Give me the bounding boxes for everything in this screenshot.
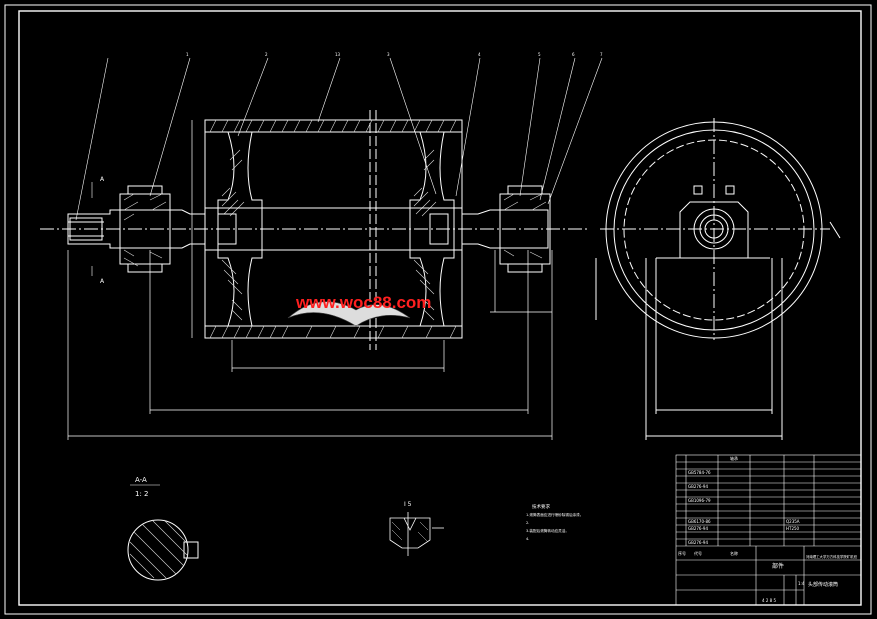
technical-notes: 技术要求 1.滚筒表面应进行喷砂除锈后涂漆。 2. 3.装配后滚筒转动应灵活。 … bbox=[526, 503, 583, 541]
bom-row-code-10: GB6170-86 bbox=[688, 519, 711, 524]
leader-label-8: 7 bbox=[600, 52, 603, 57]
note-3: 3.装配后滚筒转动应灵活。 bbox=[526, 528, 569, 533]
notes-title: 技术要求 bbox=[532, 503, 550, 510]
title-block bbox=[675, 454, 862, 606]
drawing-title: 头部传动滚筒 bbox=[808, 581, 838, 588]
bom-row-code-11: GB276-94 bbox=[688, 526, 708, 531]
school-name: 河南理工大学万方科技学院矿机班 bbox=[806, 554, 857, 559]
leader-lines bbox=[75, 57, 603, 276]
leader-label-4: 3 bbox=[387, 52, 390, 57]
watermark-swoosh bbox=[287, 301, 411, 327]
leader-label-5: 4 bbox=[478, 52, 481, 57]
section-marker-bottom: A bbox=[100, 278, 105, 285]
section-scale: 1: 2 bbox=[135, 490, 149, 498]
drum-side-view bbox=[40, 110, 590, 350]
bom-header-seq: 序号 bbox=[678, 550, 686, 556]
part-type: 部件 bbox=[772, 562, 784, 570]
shaft bbox=[67, 207, 549, 251]
detail-view bbox=[389, 512, 444, 556]
section-label: A-A bbox=[135, 476, 147, 484]
watermark-text: www.woc88.com bbox=[295, 293, 431, 312]
inner-frame bbox=[18, 10, 862, 606]
leader-label-6: 5 bbox=[538, 52, 541, 57]
bom-row-code-7: GB1096-79 bbox=[688, 498, 711, 503]
left-hub bbox=[217, 131, 263, 327]
bom-header-code: 代号 bbox=[694, 550, 702, 556]
bom-row-material-12: Q235A bbox=[786, 519, 800, 524]
bom-row-code-3: GB5784-76 bbox=[688, 470, 711, 475]
dimension-lines bbox=[67, 120, 553, 440]
note-2: 2. bbox=[526, 521, 529, 525]
leader-label-3: 13 bbox=[335, 52, 341, 57]
sheet-info: 4 2 8 5 bbox=[762, 598, 776, 603]
title-block-text: 轴承 GB5784-76 GB276-94 GB1096-79 GB6170-8… bbox=[678, 455, 857, 603]
leader-numbers: 1 2 13 3 4 5 6 7 bbox=[186, 52, 603, 57]
note-1: 1.滚筒表面应进行喷砂除锈后涂漆。 bbox=[526, 512, 583, 517]
detail-label: I 5 bbox=[404, 501, 412, 508]
section-marker-top: A bbox=[100, 176, 105, 183]
bom-row-code-5: GB276-94 bbox=[688, 484, 708, 489]
bom-row-name-1: 轴承 bbox=[730, 455, 738, 461]
leader-label-2: 2 bbox=[265, 52, 268, 57]
section-a-a bbox=[127, 519, 199, 581]
bom-row-material-13: HT250 bbox=[786, 526, 800, 531]
right-hub bbox=[409, 131, 455, 327]
bom-header-name: 名称 bbox=[730, 550, 738, 556]
bom-row-code-13: GB276-94 bbox=[688, 540, 708, 545]
drum-end-view bbox=[595, 118, 841, 440]
watermark: www.woc88.com bbox=[287, 293, 431, 327]
leader-label-1: 1 bbox=[186, 52, 189, 57]
outer-frame bbox=[4, 4, 872, 615]
drawing-scale: 1:4 bbox=[798, 581, 805, 586]
leader-label-7: 6 bbox=[572, 52, 575, 57]
note-4: 4. bbox=[526, 537, 529, 541]
